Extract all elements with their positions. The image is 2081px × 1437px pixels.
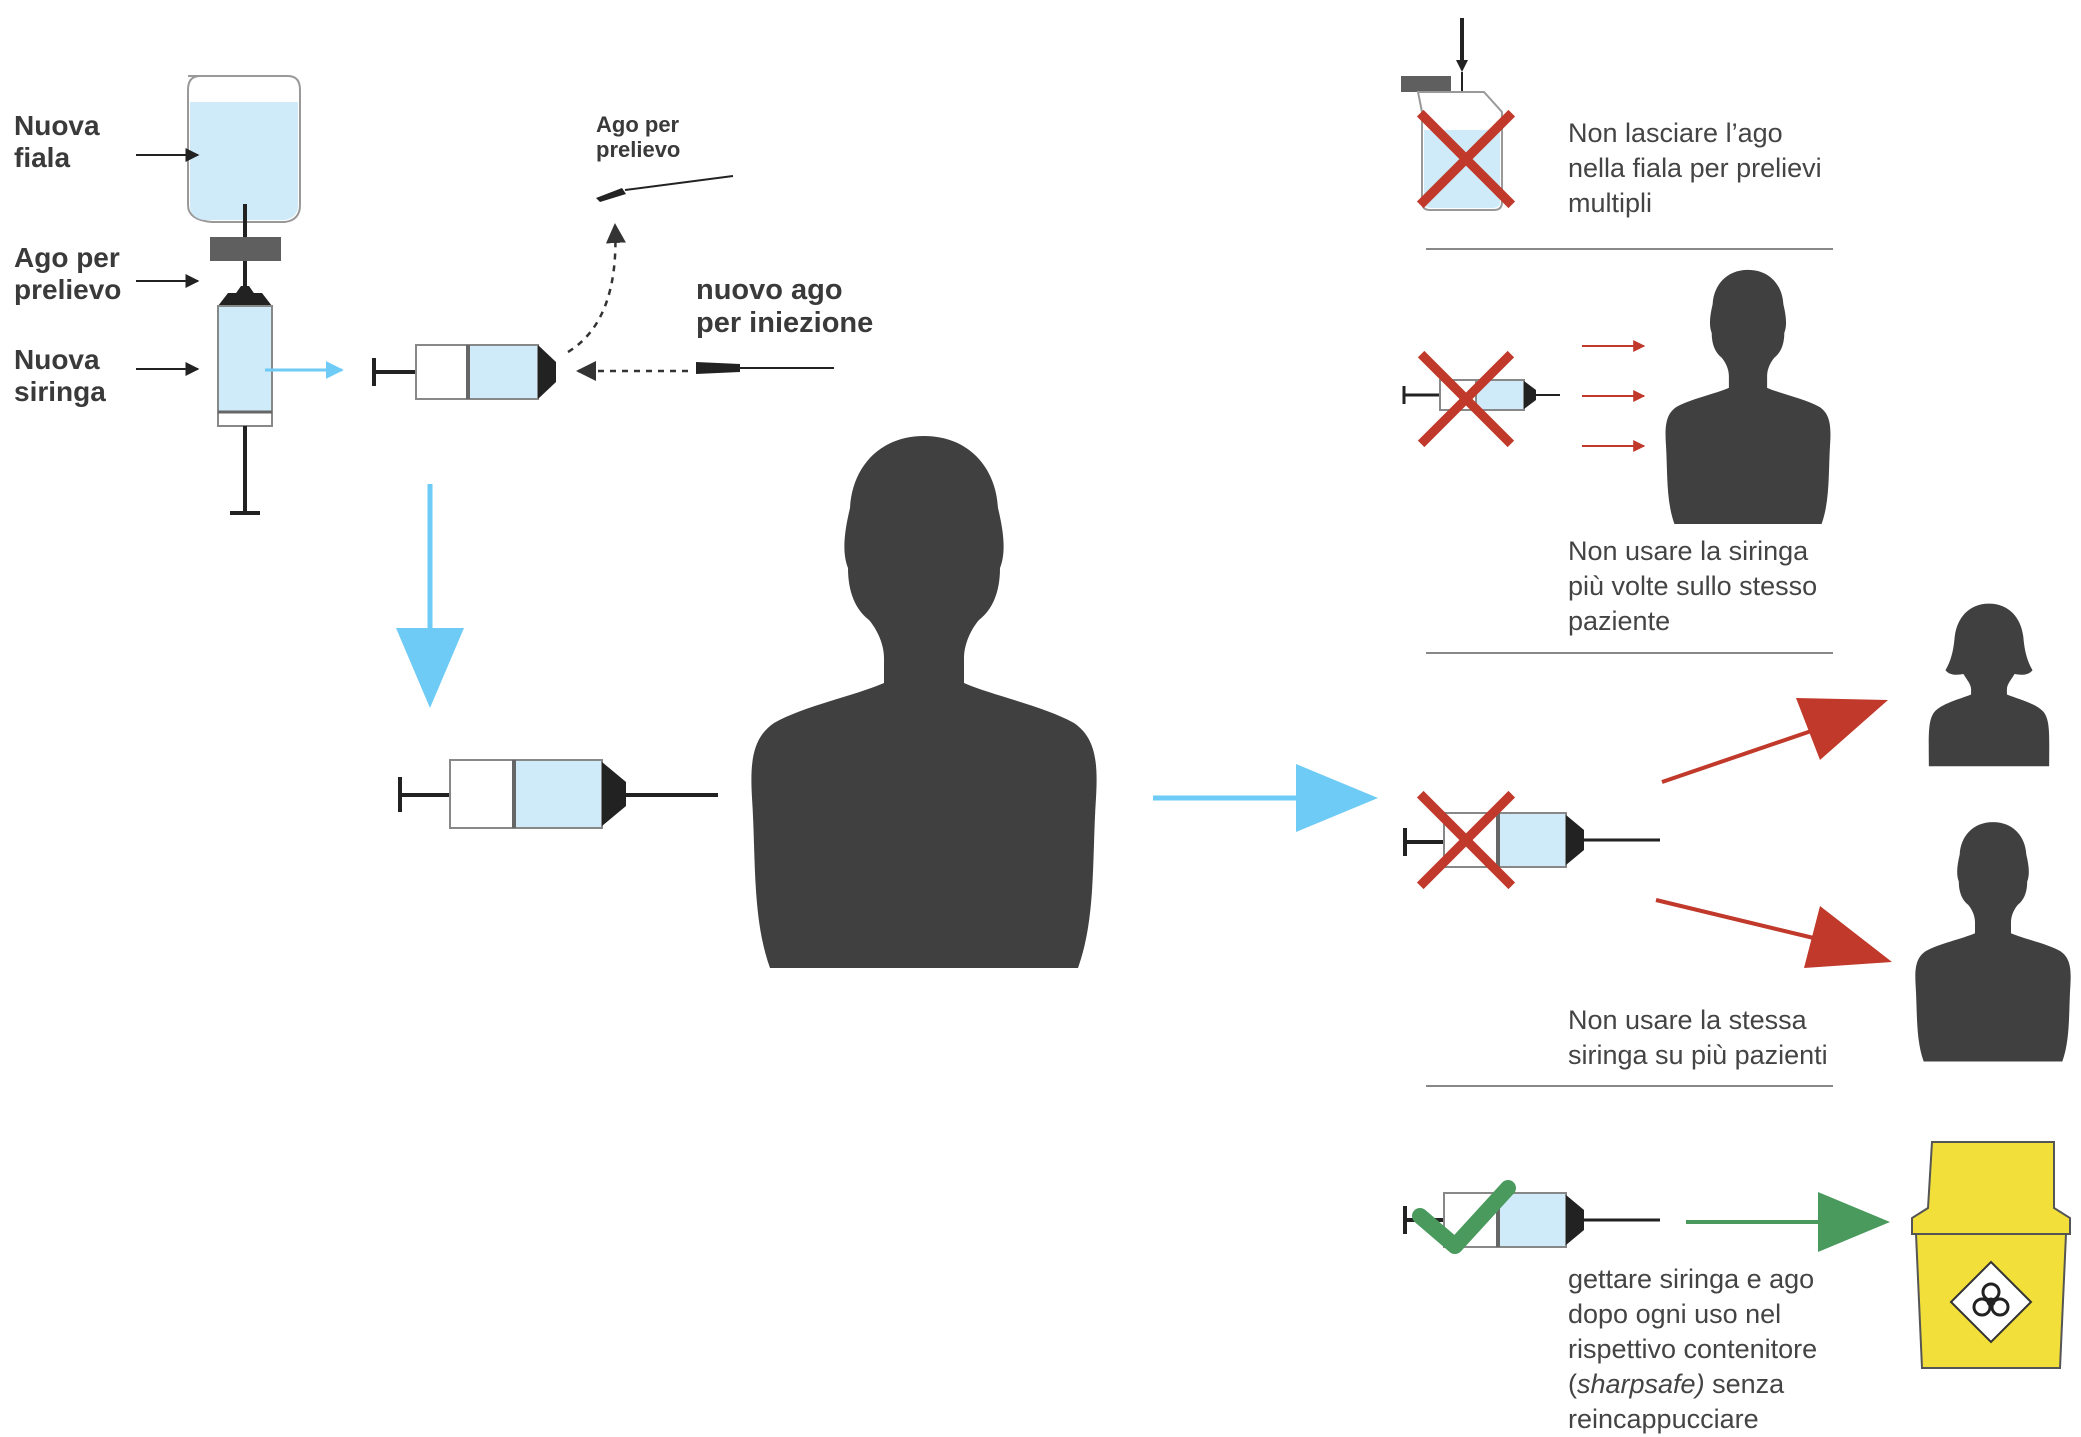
new-injection-needle-label: nuovo ago per iniezione xyxy=(696,274,874,340)
draw-needle-top-label: Ago per prelievo xyxy=(596,112,681,163)
syringe-with-needle-icon xyxy=(398,759,718,829)
female-patient-silhouette-icon xyxy=(1928,603,2050,767)
draw-needle-label: Ago per prelievo xyxy=(14,242,122,306)
flow-arrow-down xyxy=(396,484,464,708)
rule-text-multiple-patients: Non usare la stessa siringa su più pazie… xyxy=(1568,1005,1828,1071)
vertical-syringe-icon xyxy=(217,293,273,515)
injection-needle-icon xyxy=(696,362,834,374)
patient-silhouette-icon xyxy=(1915,822,2071,1062)
new-vial-label: Nuova fiala xyxy=(14,110,100,174)
new-vial-icon xyxy=(187,75,301,296)
biohazard-icon xyxy=(1972,1282,2010,1317)
syringe-icon xyxy=(372,344,556,400)
patient-silhouette-icon xyxy=(1665,269,1831,524)
syringe-with-needle-icon xyxy=(1403,812,1660,868)
rule-text-same-patient: Non usare la siringa più volte sullo ste… xyxy=(1568,536,1818,637)
checkmark-icon xyxy=(1412,1180,1516,1254)
label-arrows xyxy=(136,148,200,376)
dispose-arrow xyxy=(1686,1192,1890,1252)
patient-silhouette-icon xyxy=(751,436,1097,968)
rule-text-needle-in-vial: Non lasciare l’ago nella fiala per preli… xyxy=(1568,118,1822,219)
multi-patient-arrows xyxy=(1655,698,1892,968)
rule-text-dispose: gettare siringa e ago dopo ogni uso nel … xyxy=(1568,1264,1818,1435)
needle-icon xyxy=(596,175,734,202)
sharps-container-icon xyxy=(1911,1141,2071,1369)
remove-draw-needle-arrow xyxy=(567,223,626,354)
repeat-arrows xyxy=(1582,340,1646,452)
new-syringe-label: Nuova siringa xyxy=(14,344,106,408)
flow-arrow-right xyxy=(1153,764,1378,832)
